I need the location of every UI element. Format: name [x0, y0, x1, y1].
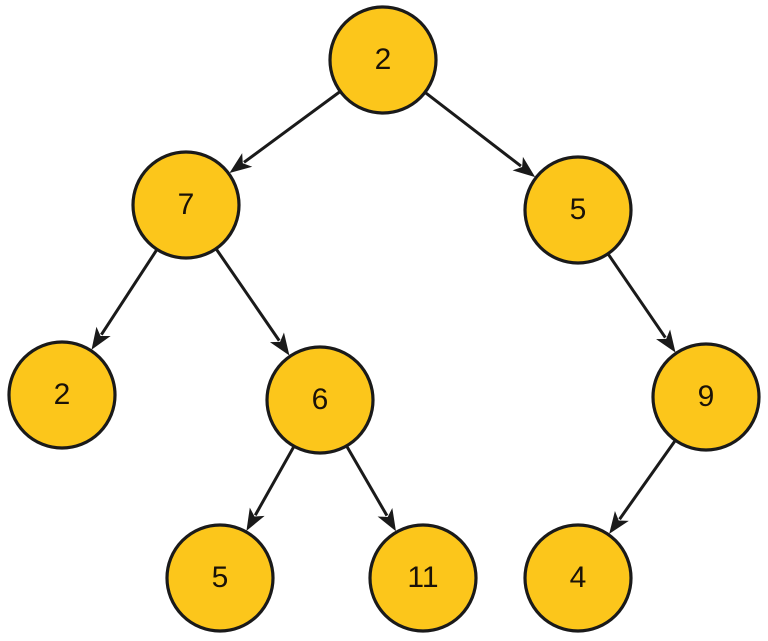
edge-6-to-11-arrowhead-icon — [377, 507, 396, 532]
tree-node-2-leaf-label: 2 — [54, 378, 71, 411]
edge-5-to-9-line — [607, 253, 667, 339]
edge-7-to-6 — [215, 248, 290, 356]
tree-node-5-right[interactable]: 5 — [523, 155, 633, 265]
edge-6-to-5 — [246, 446, 295, 531]
tree-node-5-right-circle[interactable] — [523, 155, 633, 265]
edge-7-to-2-arrowhead-icon — [91, 326, 111, 350]
edge-2-to-7-line — [243, 90, 341, 164]
edge-7-to-6-line — [215, 248, 281, 342]
edge-9-to-4-line — [618, 440, 677, 521]
edge-7-to-2-line — [100, 249, 158, 336]
tree-node-7-label: 7 — [178, 188, 195, 221]
tree-node-4-leaf[interactable]: 4 — [523, 523, 633, 633]
edge-6-to-11 — [345, 445, 396, 532]
edge-6-to-11-line — [345, 445, 389, 517]
tree-node-9-circle[interactable] — [651, 342, 761, 452]
tree-node-root-2-label: 2 — [375, 43, 392, 76]
tree-node-9[interactable]: 9 — [651, 342, 761, 452]
tree-node-11-leaf[interactable]: 11 — [368, 523, 478, 633]
edge-5-to-9-arrowhead-icon — [656, 329, 676, 353]
tree-node-5-leaf-label: 5 — [212, 561, 229, 594]
edge-6-to-5-line — [253, 446, 295, 516]
edge-2-to-7-arrowhead-icon — [229, 153, 253, 173]
tree-node-4-leaf-label: 4 — [570, 561, 587, 594]
tree-node-2-leaf[interactable]: 2 — [7, 340, 117, 450]
edge-2-to-5-arrowhead-icon — [512, 156, 536, 178]
tree-node-11-leaf-circle[interactable] — [368, 523, 478, 633]
edge-5-to-9 — [607, 253, 676, 353]
tree-node-6-label: 6 — [312, 383, 329, 416]
edge-6-to-5-arrowhead-icon — [246, 507, 265, 531]
tree-node-7[interactable]: 7 — [131, 150, 241, 260]
edge-9-to-4-arrowhead-icon — [609, 511, 629, 534]
edge-7-to-2 — [91, 249, 158, 350]
tree-node-7-circle[interactable] — [131, 150, 241, 260]
tree-node-2-leaf-circle[interactable] — [7, 340, 117, 450]
tree-node-6[interactable]: 6 — [265, 345, 375, 455]
edge-7-to-6-arrowhead-icon — [269, 332, 290, 356]
tree-node-6-circle[interactable] — [265, 345, 375, 455]
tree-node-root-2[interactable]: 2 — [328, 5, 438, 115]
tree-node-9-label: 9 — [698, 380, 715, 413]
tree-node-4-leaf-circle[interactable] — [523, 523, 633, 633]
nodes-layer: 2 7 5 2 6 9 5 11 4 — [7, 5, 761, 633]
edge-2-to-5 — [424, 91, 536, 178]
edges-layer — [91, 90, 677, 534]
edge-2-to-5-line — [424, 91, 522, 168]
edge-9-to-4 — [609, 440, 677, 534]
tree-node-5-leaf[interactable]: 5 — [165, 523, 275, 633]
tree-node-5-right-label: 5 — [570, 193, 587, 226]
edge-2-to-7 — [229, 90, 341, 173]
tree-node-root-2-circle[interactable] — [328, 5, 438, 115]
tree-node-11-leaf-label: 11 — [407, 561, 438, 594]
tree-node-5-leaf-circle[interactable] — [165, 523, 275, 633]
